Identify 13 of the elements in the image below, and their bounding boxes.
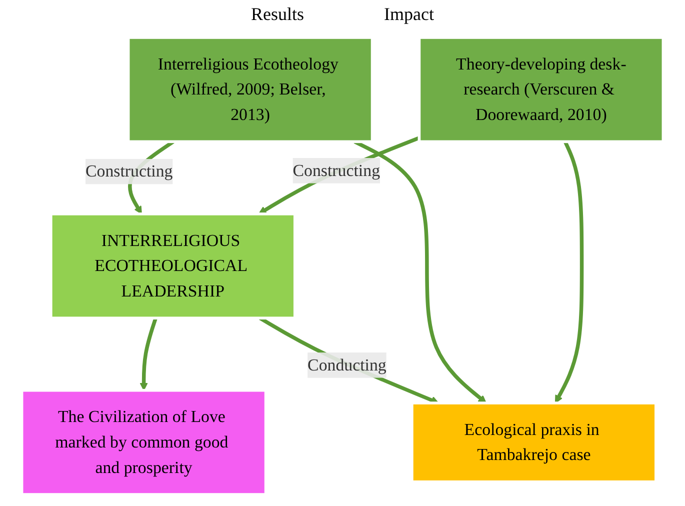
- node-box: INTERRELIGIOUS ECOTHEOLOGICAL LEADERSHIP: [50, 212, 296, 320]
- arrow: [258, 136, 420, 214]
- node-box: Interreligious Ecotheology (Wilfred, 2009; Belser, 2013): [126, 36, 374, 144]
- edge-label: Conducting: [308, 355, 386, 374]
- annotation-text: Results: [251, 4, 304, 26]
- node-box: Ecological praxis in Tambakrejo case: [410, 402, 658, 484]
- arrow: [554, 140, 584, 404]
- edge-label: Constructing: [85, 162, 173, 180]
- edge-label: Constructing: [292, 160, 380, 180]
- node-box: Theory-developing desk-research (Verscuren & Doorewaard, 2010): [418, 36, 665, 144]
- annotation-text: Impact: [384, 4, 434, 26]
- arrow: [140, 318, 158, 391]
- node-box: The Civilization of Love marked by common good and prosperity: [20, 388, 268, 496]
